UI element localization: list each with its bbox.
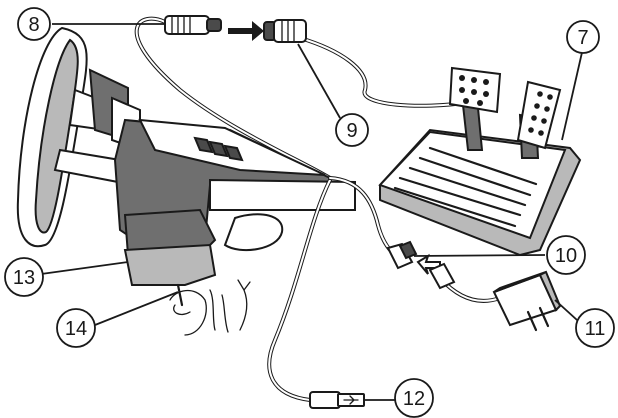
callout-8: 8 — [17, 7, 51, 41]
callout-9-label: 9 — [346, 120, 357, 142]
power-cable — [328, 176, 502, 303]
pedal-connector-male — [164, 15, 222, 35]
steering-wheel — [16, 26, 141, 248]
callout-11-label: 11 — [585, 318, 606, 340]
callout-12-label: 12 — [403, 388, 425, 410]
callout-11: 11 — [575, 308, 615, 348]
pedal-cable — [134, 16, 472, 180]
left-pedal — [448, 66, 502, 114]
callout-10: 10 — [546, 235, 586, 275]
power-plug — [428, 262, 456, 290]
right-pedal — [516, 80, 562, 150]
callout-13: 13 — [4, 257, 44, 297]
power-socket — [386, 240, 418, 270]
callout-7: 7 — [566, 20, 600, 54]
usb-plug — [309, 391, 365, 409]
usb-cable — [267, 178, 332, 402]
callout-12: 12 — [394, 378, 434, 418]
power-adapter — [492, 270, 562, 332]
callout-13-label: 13 — [13, 267, 35, 289]
pedal-base-ridges — [393, 146, 538, 228]
callout-14: 14 — [56, 308, 96, 348]
callout-8-label: 8 — [28, 14, 39, 36]
table-clamp — [123, 243, 217, 286]
callout-14-label: 14 — [65, 318, 87, 340]
callout-leaders — [33, 23, 584, 401]
clamp-screw — [169, 279, 251, 336]
pedal-set — [378, 66, 582, 257]
callout-10-label: 10 — [555, 245, 577, 267]
callout-7-label: 7 — [577, 27, 588, 49]
pedal-connector-female — [263, 19, 307, 43]
callout-9: 9 — [335, 113, 369, 147]
connect-arrow-icon — [228, 21, 264, 41]
wheel-base-body — [113, 118, 356, 264]
